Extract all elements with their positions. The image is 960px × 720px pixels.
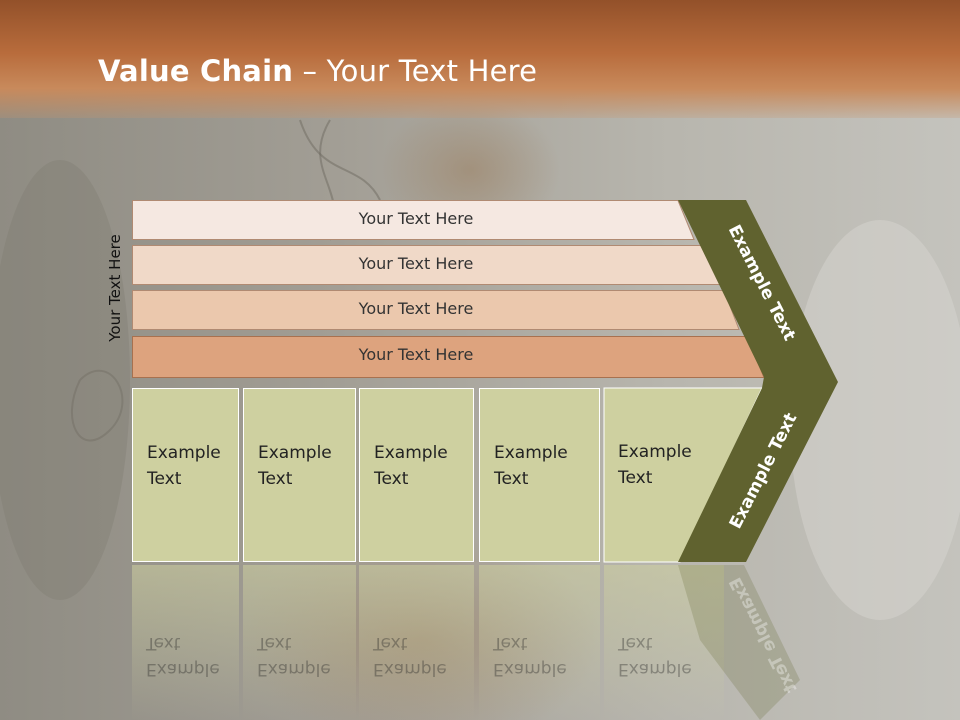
- title-bold: Value Chain: [98, 54, 294, 88]
- row-2-label: Your Text Here: [358, 254, 474, 273]
- row-3-label: Your Text Here: [358, 299, 474, 318]
- row-4-label: Your Text Here: [358, 345, 474, 364]
- row-1[interactable]: Your Text Here: [132, 200, 695, 240]
- title-bar: [0, 0, 960, 118]
- title-rest: – Your Text Here: [293, 54, 538, 88]
- slide-title[interactable]: Value Chain – Your Text Here: [98, 54, 537, 88]
- row-1-label: Your Text Here: [358, 209, 474, 228]
